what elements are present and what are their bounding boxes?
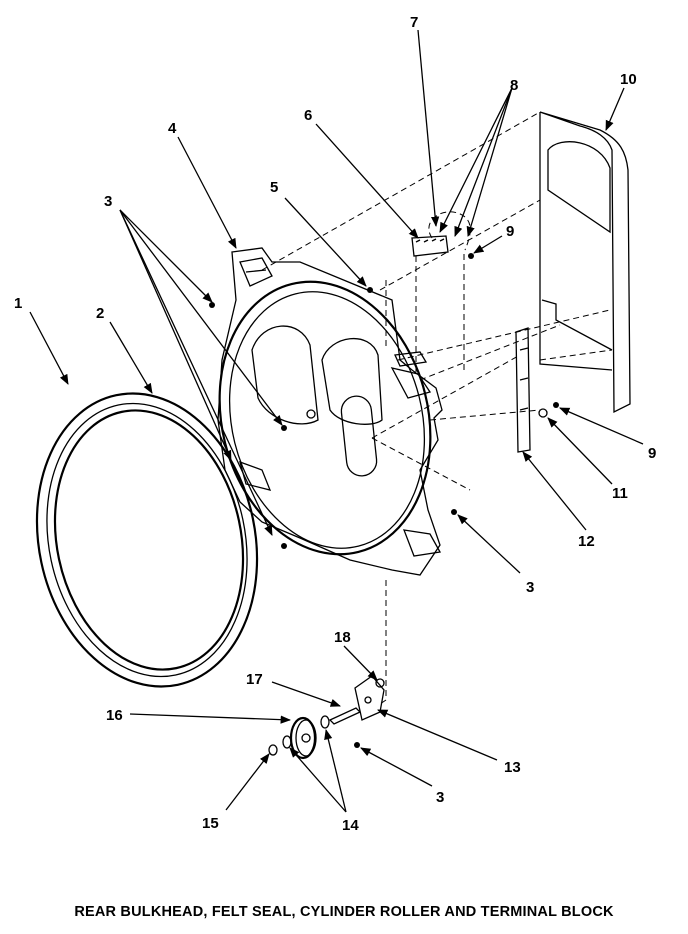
callout-1: 1 xyxy=(14,295,22,312)
back-panel xyxy=(515,111,631,453)
screws xyxy=(209,253,559,748)
callout-12: 12 xyxy=(578,533,595,550)
callout-3: 3 xyxy=(104,193,112,210)
terminal-block xyxy=(411,211,471,372)
callout-15: 15 xyxy=(202,815,219,832)
callout-16: 16 xyxy=(106,707,123,724)
callout-5: 5 xyxy=(270,179,278,196)
callout-7: 7 xyxy=(410,14,418,31)
callout-3: 3 xyxy=(436,789,444,806)
rear-bulkhead xyxy=(217,247,443,576)
callout-4: 4 xyxy=(168,120,177,137)
callout-18: 18 xyxy=(334,629,351,646)
callout-6: 6 xyxy=(304,107,312,124)
callout-14: 14 xyxy=(342,817,359,834)
callout-13: 13 xyxy=(504,759,521,776)
callout-9: 9 xyxy=(648,445,656,462)
callout-10: 10 xyxy=(620,71,637,88)
callout-11: 11 xyxy=(612,485,628,502)
roller-assembly xyxy=(268,675,385,760)
callout-3: 3 xyxy=(526,579,534,596)
callout-8: 8 xyxy=(510,77,518,94)
callout-labels: 1 2 3 3 3 4 5 6 7 8 9 9 10 11 12 13 14 1… xyxy=(14,14,656,834)
callout-9: 9 xyxy=(506,223,514,240)
leader-lines xyxy=(29,29,644,813)
assembly-lines xyxy=(261,111,613,705)
callout-17: 17 xyxy=(246,671,263,688)
diagram-caption: REAR BULKHEAD, FELT SEAL, CYLINDER ROLLE… xyxy=(74,904,614,920)
felt-seal xyxy=(35,392,259,688)
callout-2: 2 xyxy=(96,305,104,322)
